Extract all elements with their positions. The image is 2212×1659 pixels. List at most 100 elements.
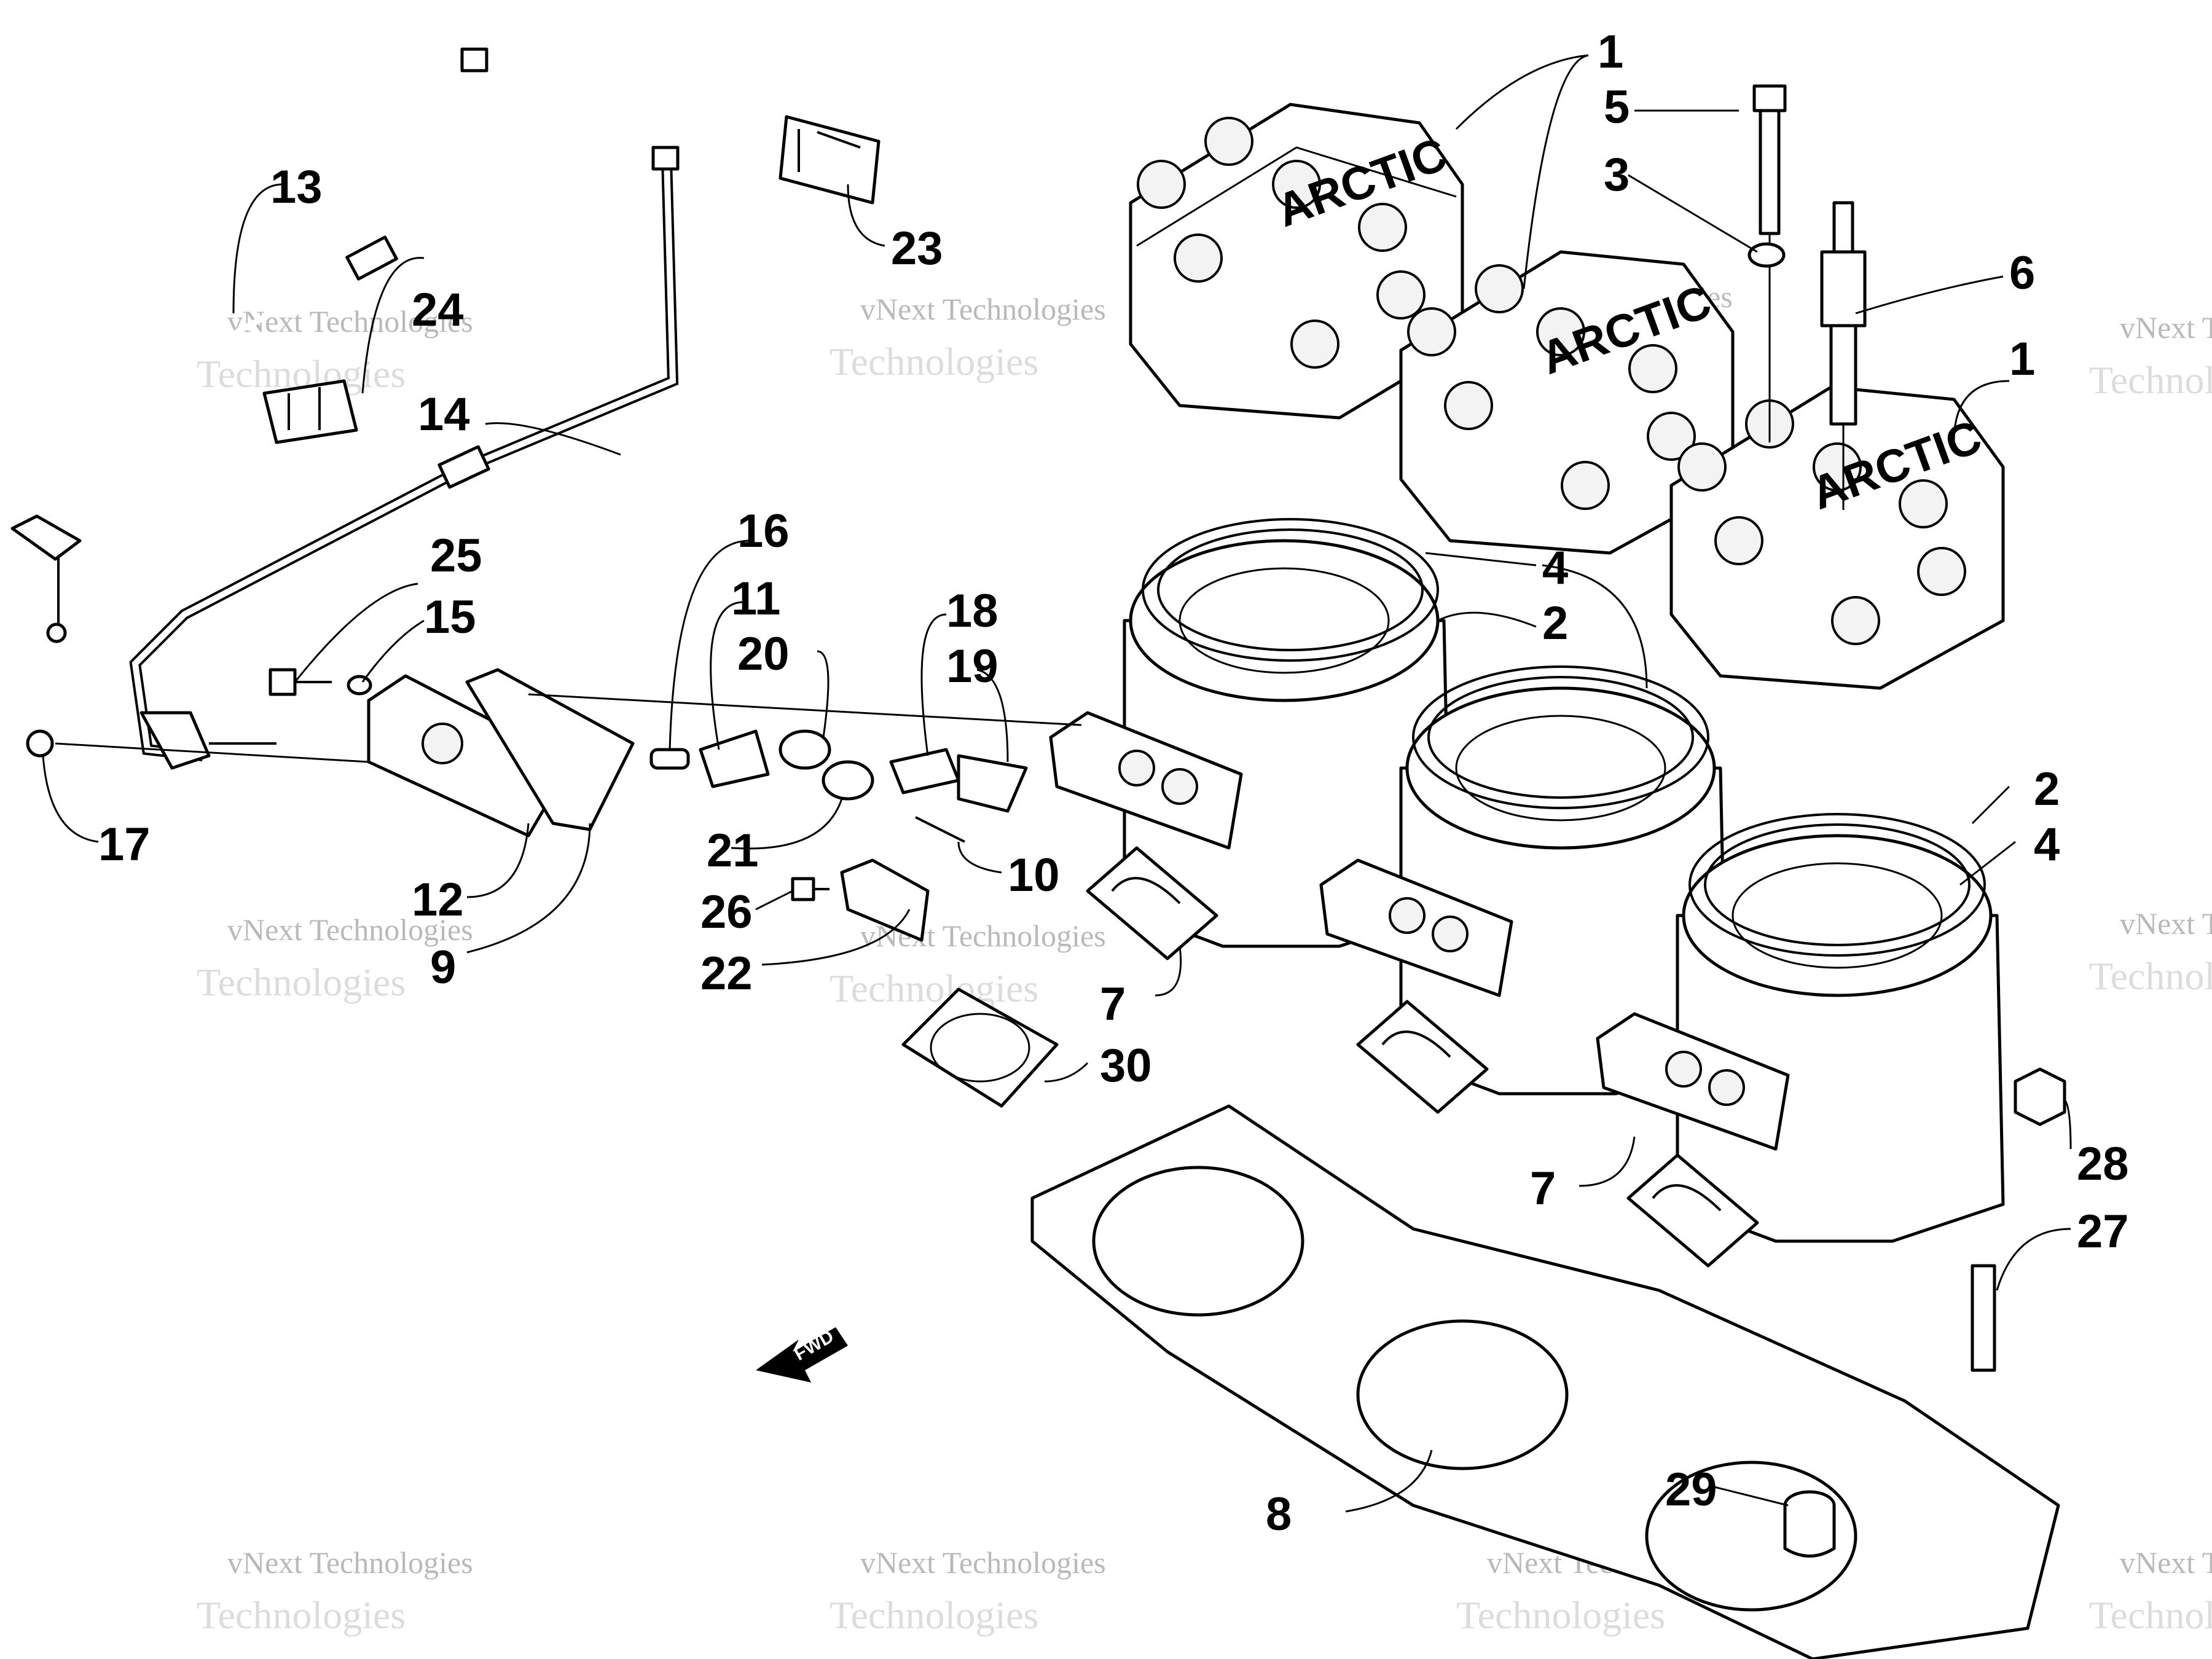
callout-4: 4 [2034, 818, 2060, 871]
valve-flange [1319, 858, 1513, 997]
exhaust-gasket-7a [1086, 846, 1218, 960]
exhaust-gasket-7c [1626, 1153, 1759, 1268]
callout-10: 10 [1008, 849, 1060, 901]
valve-flange [1049, 711, 1243, 850]
svg-text:Technologies: Technologies [197, 1593, 406, 1637]
callout-11: 11 [731, 573, 780, 625]
bracket-23 [779, 115, 880, 205]
cylinder-head-2: ARCTIC [1399, 250, 1735, 555]
callout-3: 3 [1604, 149, 1630, 201]
callout-14: 14 [418, 388, 470, 441]
pin-10 [915, 816, 965, 843]
valve-cover-12 [367, 674, 573, 837]
svg-text:vNext Technologies: vNext Technologies [2120, 310, 2212, 345]
valve-flange [1596, 1012, 1790, 1151]
callout-12: 12 [412, 874, 464, 926]
screw-25 [269, 668, 332, 696]
callout-4: 4 [1542, 542, 1568, 594]
callout-1: 1 [2009, 333, 2035, 385]
callout-28: 28 [2077, 1138, 2129, 1190]
o-ring-4c [1688, 813, 1986, 957]
dowel-29 [1783, 1490, 1836, 1558]
cap-21 [822, 760, 874, 801]
callout-5: 5 [1604, 81, 1630, 133]
spark-plug-6 [1820, 201, 1867, 510]
svg-text:vNext Technologies: vNext Technologies [2120, 906, 2212, 941]
exhaust-gasket-7b [1356, 1000, 1489, 1114]
bolt-5 [1752, 84, 1787, 442]
valve-18 [889, 748, 960, 794]
callout-2: 2 [2034, 763, 2060, 815]
leader-lines [42, 54, 2072, 1513]
callout-7: 7 [1530, 1163, 1556, 1215]
washer-15 [347, 675, 372, 696]
stud-27 [1971, 1264, 1996, 1372]
callout-15: 15 [424, 591, 476, 643]
svg-text:Technologies: Technologies [2089, 358, 2212, 402]
svg-text:vNext Technologies: vNext Technologies [860, 1545, 1106, 1580]
callout-29: 29 [1665, 1464, 1717, 1516]
valve-19 [957, 754, 1028, 813]
cylinder-3 [1676, 834, 2005, 1243]
callout-27: 27 [2077, 1206, 2129, 1258]
lever-11 [699, 729, 770, 788]
o-ring-4b [1412, 665, 1709, 809]
svg-text:Technologies: Technologies [830, 1593, 1038, 1637]
callout-19: 19 [946, 640, 998, 692]
cap-20 [779, 729, 831, 770]
svg-text:vNext Technologies: vNext Technologies [227, 1545, 473, 1580]
svg-text:vNext Technologies: vNext Technologies [227, 304, 473, 339]
callout-30: 30 [1100, 1040, 1152, 1092]
cylinder-2 [1399, 686, 1728, 1096]
cable-13 [10, 47, 488, 643]
screw-26 [791, 877, 830, 901]
callout-18: 18 [946, 585, 998, 637]
nut-28 [2014, 1067, 2066, 1126]
callout-8: 8 [1266, 1488, 1292, 1540]
callout-25: 25 [430, 530, 482, 582]
callout-21: 21 [707, 825, 759, 877]
svg-text:Technologies: Technologies [830, 340, 1038, 383]
callout-6: 6 [2009, 247, 2035, 299]
gasket-9 [465, 668, 635, 831]
svg-text:Technologies: Technologies [830, 967, 1038, 1010]
callout-13: 13 [270, 161, 323, 213]
washer-3 [1747, 242, 1786, 268]
callout-24: 24 [412, 284, 464, 336]
gasket-30 [901, 987, 1059, 1108]
cable-clip-24 [262, 379, 358, 444]
spring-16 [649, 748, 690, 770]
screw-17 [26, 729, 369, 763]
svg-text:vNext Technologies: vNext Technologies [227, 912, 473, 947]
svg-text:Technologies: Technologies [197, 960, 406, 1004]
callout-16: 16 [737, 505, 790, 557]
o-ring-4a [1142, 518, 1439, 662]
callout-9: 9 [430, 941, 456, 994]
gasket-22 [840, 858, 930, 942]
alignment-line [528, 693, 1082, 726]
cylinder-head-1: ARCTIC [1129, 103, 1464, 420]
callout-labels: 1 1 2 2 3 4 4 5 6 7 7 8 9 10 11 12 13 14… [98, 26, 2129, 1540]
callout-17: 17 [98, 818, 151, 871]
svg-text:Technologies: Technologies [2089, 1593, 2212, 1637]
svg-text:Technologies: Technologies [1456, 1593, 1665, 1637]
callout-26: 26 [700, 886, 753, 938]
callout-2: 2 [1542, 597, 1568, 649]
svg-text:vNext Technologies: vNext Technologies [2120, 1545, 2212, 1580]
callout-20: 20 [737, 628, 790, 680]
svg-text:vNext Technologies: vNext Technologies [860, 292, 1106, 326]
fwd-arrow-icon: FWD [756, 1326, 848, 1382]
callout-23: 23 [891, 222, 943, 275]
svg-text:Technologies: Technologies [2089, 954, 2212, 998]
callout-1: 1 [1598, 26, 1623, 78]
callout-7: 7 [1100, 978, 1126, 1030]
callout-22: 22 [700, 947, 753, 1000]
